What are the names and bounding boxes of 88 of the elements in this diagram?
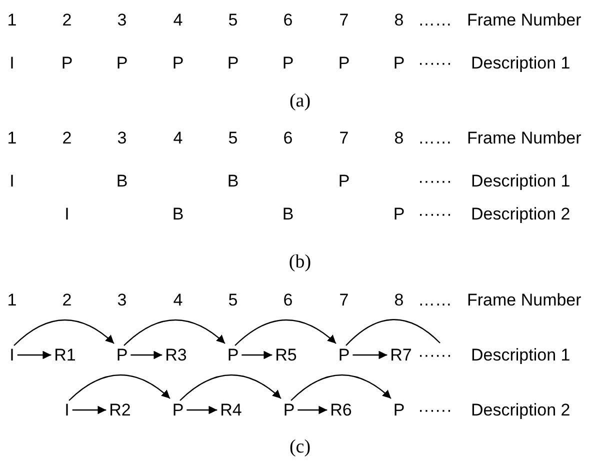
label-text: ······: [418, 206, 452, 222]
curved-arrow: [180, 374, 282, 401]
frame-label: R4: [220, 402, 242, 418]
label-text: 1: [7, 12, 17, 28]
label-text: 6: [283, 12, 293, 28]
label-text: ……: [418, 12, 452, 28]
label-text: Frame Number: [467, 130, 582, 146]
label-text: B: [282, 206, 294, 222]
label-text: 6: [283, 292, 293, 308]
label-text: 8: [394, 12, 404, 28]
frame-label: I: [10, 346, 14, 364]
frame-label: R5: [275, 346, 297, 364]
label-text: 4: [173, 130, 183, 146]
frame-label: P: [227, 346, 239, 364]
frame-label: P: [393, 402, 405, 418]
label-text: Frame Number: [467, 292, 582, 308]
label-text: 2: [62, 292, 72, 308]
frame-label: R1: [54, 346, 76, 364]
label-text: ······: [418, 172, 452, 190]
frame-label: P: [116, 346, 128, 364]
curved-arrow: [14, 319, 114, 346]
label-text: 1: [7, 292, 17, 308]
label-text: 3: [117, 292, 127, 308]
label-text: Frame Number: [467, 12, 582, 28]
panel-caption: (b): [288, 252, 312, 272]
label-text: Description 1: [471, 172, 570, 190]
label-text: 5: [228, 292, 238, 308]
label-text: 7: [339, 130, 349, 146]
label-text: 7: [339, 292, 349, 308]
curved-line: [346, 319, 440, 346]
arrow: [298, 406, 328, 414]
label-text: P: [282, 54, 294, 72]
label-text: P: [172, 54, 184, 72]
label-text: ······: [418, 54, 452, 72]
frame-label: R2: [109, 402, 131, 418]
arrow: [186, 406, 218, 414]
label-text: P: [227, 54, 239, 72]
arrow: [352, 350, 388, 360]
label-text: 3: [117, 130, 127, 146]
frame-label: P: [172, 402, 184, 418]
arrow: [130, 350, 162, 360]
label-text: 8: [394, 130, 404, 146]
frame-label: I: [64, 402, 70, 418]
frame-label: R7: [390, 346, 412, 364]
curved-arrow: [234, 319, 336, 346]
label-text: ······: [418, 402, 452, 418]
label-text: 4: [173, 292, 183, 308]
label-text: B: [227, 172, 239, 190]
label-text: I: [10, 54, 14, 72]
label-text: 6: [283, 130, 293, 146]
label-text: Description 1: [471, 54, 570, 72]
label-text: 2: [62, 130, 72, 146]
label-text: I: [10, 172, 14, 190]
curved-arrow: [68, 374, 170, 401]
curved-arrow: [290, 374, 392, 401]
label-text: Description 2: [471, 402, 570, 418]
frame-label: R3: [165, 346, 187, 364]
label-text: ……: [418, 130, 452, 146]
arrow: [242, 350, 272, 360]
label-text: 4: [173, 12, 183, 28]
label-text: B: [172, 206, 184, 222]
arrow: [17, 350, 52, 360]
frame-label: R6: [330, 402, 352, 418]
label-text: 5: [228, 12, 238, 28]
label-text: 5: [228, 130, 238, 146]
label-text: B: [116, 172, 128, 190]
arrow: [72, 406, 106, 414]
frame-label: P: [283, 402, 295, 418]
panel-caption: (c): [289, 438, 311, 456]
label-text: P: [393, 206, 405, 222]
label-text: 8: [394, 292, 404, 308]
label-text: Description 2: [471, 206, 570, 222]
label-text: 3: [117, 12, 127, 28]
label-text: P: [338, 172, 350, 190]
frame-label: P: [338, 346, 350, 364]
label-text: I: [64, 206, 70, 222]
label-text: 7: [339, 12, 349, 28]
label-text: 1: [7, 130, 17, 146]
label-text: P: [61, 54, 73, 72]
curved-arrow: [124, 319, 226, 346]
label-text: Description 1: [471, 346, 570, 364]
label-text: P: [338, 54, 350, 72]
panel-caption: (a): [289, 92, 311, 110]
label-text: P: [393, 54, 405, 72]
label-text: ……: [418, 292, 452, 308]
label-text: 2: [62, 12, 72, 28]
label-text: P: [116, 54, 128, 72]
label-text: ······: [418, 346, 452, 364]
